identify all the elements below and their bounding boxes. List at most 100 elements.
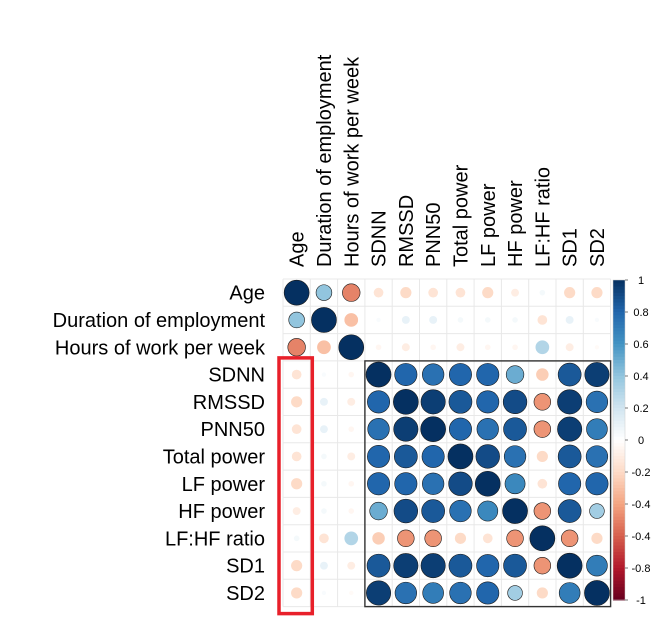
corr-circle-age-sdnn	[373, 287, 384, 298]
colorbar-segment	[613, 536, 625, 540]
corr-circle-total-power-rmssd	[394, 444, 418, 469]
corr-circle-rmssd-hf-power	[502, 389, 528, 415]
corr-circle-duration-of-employment-rmssd	[401, 315, 410, 324]
corr-circle-total-power-total-power	[447, 443, 474, 470]
corr-circle-hf-power-hf-power	[502, 498, 528, 524]
corr-circle-duration-of-employment-hours-of-work-per-week	[344, 313, 359, 327]
colorbar-segment	[613, 564, 625, 569]
colorbar-segment	[613, 443, 625, 447]
corr-circle-sdnn-hours-of-work-per-week	[348, 371, 355, 378]
colorbar-segment	[613, 433, 625, 438]
corr-circle-sdnn-hf-power	[505, 365, 525, 384]
corr-circle-sdnn-lf-power	[476, 363, 500, 387]
corr-circle-sd1-sd2	[586, 554, 608, 577]
corr-circle-lf-hf-ratio-hf-power	[506, 529, 524, 548]
corr-circle-hours-of-work-per-week-sd2	[594, 345, 600, 350]
corr-circle-hf-power-rmssd	[393, 498, 419, 524]
corr-circle-sd2-duration-of-employment	[321, 590, 327, 596]
colorbar-segment	[613, 456, 625, 460]
colorbar-segment	[613, 484, 625, 489]
corr-circle-age-sd2	[591, 287, 603, 299]
corr-circle-pnn50-sd1	[557, 416, 583, 442]
corr-circle-sdnn-rmssd	[394, 363, 418, 387]
corr-circle-hf-power-lf-power	[477, 500, 499, 522]
colorbar-segment	[613, 593, 625, 598]
colorbar-segment	[613, 494, 625, 499]
corr-circle-total-power-age	[291, 451, 302, 462]
corr-circle-duration-of-employment-duration-of-employment	[311, 307, 337, 333]
colorbar-segment	[613, 571, 625, 575]
colorbar-segment	[613, 292, 625, 297]
corr-circle-sdnn-total-power	[448, 363, 472, 387]
corr-circle-rmssd-lf-hf-ratio	[533, 393, 552, 411]
colorbar-segment	[613, 302, 625, 307]
corr-circle-rmssd-duration-of-employment	[319, 397, 328, 406]
col-label-pnn50: PNN50	[423, 203, 445, 267]
colorbar-tick-label: 1	[638, 275, 644, 287]
colorbar-segment	[613, 462, 625, 467]
corr-circle-total-power-pnn50	[421, 444, 445, 468]
colorbar-segment	[613, 379, 625, 383]
colorbar-segment	[613, 283, 625, 287]
col-label-total-power: Total power	[450, 164, 472, 267]
colorbar-segment	[613, 401, 625, 406]
colorbar-segment	[613, 561, 625, 566]
colorbar-segment	[613, 548, 625, 553]
corr-circle-sd1-sdnn	[366, 553, 391, 578]
colorbar-segment	[613, 596, 625, 601]
corr-circle-pnn50-sd2	[586, 418, 608, 440]
colorbar-segment	[613, 318, 625, 323]
corr-circle-sd1-sd1	[556, 552, 583, 579]
corr-circle-hf-power-hours-of-work-per-week	[348, 508, 355, 514]
corr-circle-rmssd-sd2	[585, 390, 609, 413]
colorbar-segment	[613, 590, 625, 595]
colorbar-segment	[613, 334, 625, 339]
colorbar-segment	[613, 468, 625, 473]
corr-circle-total-power-sd1	[557, 444, 582, 469]
corr-circle-hf-power-pnn50	[421, 499, 445, 523]
corr-circle-lf-power-pnn50	[422, 472, 445, 495]
corr-circle-age-pnn50	[428, 287, 438, 298]
corr-circle-sd1-rmssd	[393, 553, 419, 579]
row-label-hf-power: HF power	[178, 501, 265, 523]
corr-circle-sd1-lf-power	[476, 554, 500, 578]
colorbar-segment	[613, 315, 625, 319]
row-label-duration-of-employment: Duration of employment	[53, 310, 266, 332]
col-label-lf-hf-ratio: LF:HF ratio	[532, 167, 554, 267]
colorbar-segment	[613, 308, 625, 313]
corr-circle-lf-power-lf-hf-ratio	[537, 478, 548, 489]
corr-circle-lf-hf-ratio-lf-power	[482, 533, 493, 544]
corr-circle-sdnn-pnn50	[422, 363, 445, 386]
colorbar-segment	[613, 376, 625, 380]
colorbar-segment	[613, 360, 625, 364]
corr-circle-sdnn-age	[291, 369, 302, 380]
corr-circle-sd2-age	[291, 587, 303, 599]
colorbar-segment	[613, 510, 625, 515]
colorbar-segment	[613, 417, 625, 422]
corr-circle-age-duration-of-employment	[315, 284, 333, 301]
corr-circle-sd2-lf-hf-ratio	[536, 587, 548, 599]
corr-circle-sdnn-lf-hf-ratio	[536, 368, 549, 381]
corr-circle-hf-power-lf-hf-ratio	[533, 502, 552, 520]
corr-circle-sd2-total-power	[449, 581, 472, 605]
corr-circle-hf-power-sdnn	[369, 501, 388, 521]
corr-circle-sdnn-duration-of-employment	[321, 372, 327, 377]
corr-circle-lf-hf-ratio-sd2	[591, 532, 603, 544]
corr-circle-total-power-hours-of-work-per-week	[347, 452, 356, 461]
corr-circle-pnn50-lf-hf-ratio	[533, 420, 552, 438]
corr-circle-total-power-lf-power	[475, 444, 500, 469]
corr-circle-pnn50-sdnn	[367, 418, 390, 441]
corr-circle-pnn50-pnn50	[420, 416, 446, 442]
colorbar-segment	[613, 430, 625, 435]
corr-circle-duration-of-employment-age	[288, 311, 305, 329]
corr-circle-pnn50-hours-of-work-per-week	[348, 426, 355, 432]
corr-circle-lf-hf-ratio-age	[293, 535, 300, 542]
colorbar-segment	[613, 363, 625, 367]
colorbar-segment	[613, 459, 625, 463]
correlation-circles	[283, 279, 610, 606]
corr-circle-pnn50-total-power	[448, 417, 472, 441]
colorbar-segment	[613, 395, 625, 399]
colorbar-segment	[613, 520, 625, 524]
colorbar-tick-label: 0.2	[633, 403, 648, 415]
